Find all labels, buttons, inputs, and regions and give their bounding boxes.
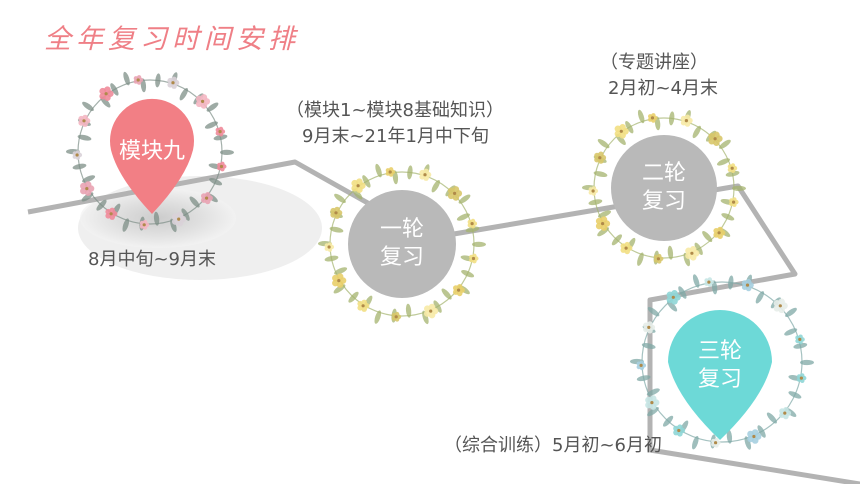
stage-1-label-line1: 模块九 (118, 139, 185, 164)
stage-4-time: 5月初~6月初 (552, 435, 662, 456)
stage-2-circle (348, 190, 456, 298)
map-pin-icon (668, 310, 772, 440)
stage-3-circle (611, 135, 717, 241)
page-title: 全年复习时间安排 (44, 24, 300, 55)
stage-3-label-line1: 二轮 (641, 161, 686, 186)
stage-2-label-line2: 复习 (379, 245, 424, 270)
flower-wreath-icon (630, 274, 814, 450)
stage-3-label-line2: 复习 (641, 189, 686, 214)
flower-wreath-icon (66, 71, 234, 233)
stage-3-time: 2月初~4月末 (608, 78, 718, 99)
stage-2-time: 9月末~21年1月中下旬 (302, 126, 489, 147)
stage-1-label: 模块九 (104, 138, 200, 166)
stage-2-label-line1: 一轮 (379, 217, 424, 242)
stage-3-label: 二轮 复习 (614, 160, 714, 216)
flower-wreath-icon (582, 109, 746, 267)
stage-4-label-line1: 三轮 (697, 339, 742, 364)
stage-4-detail: （综合训练） (444, 435, 552, 456)
stage-2-detail: （模块1~模块8基础知识） (286, 100, 504, 121)
stage-1-time: 8月中旬~9月末 (88, 249, 216, 270)
stage-4-label: 三轮 复习 (670, 338, 770, 394)
map-pin-icon (110, 98, 194, 214)
flower-wreath-icon (318, 163, 486, 325)
stage-2-label: 一轮 复习 (352, 216, 452, 272)
stage-3-detail: （专题讲座） (600, 52, 708, 73)
stage-4-label-line2: 复习 (697, 367, 742, 392)
stage-4-detail-time: （综合训练）5月初~6月初 (444, 435, 662, 457)
timeline-path (27, 159, 860, 484)
